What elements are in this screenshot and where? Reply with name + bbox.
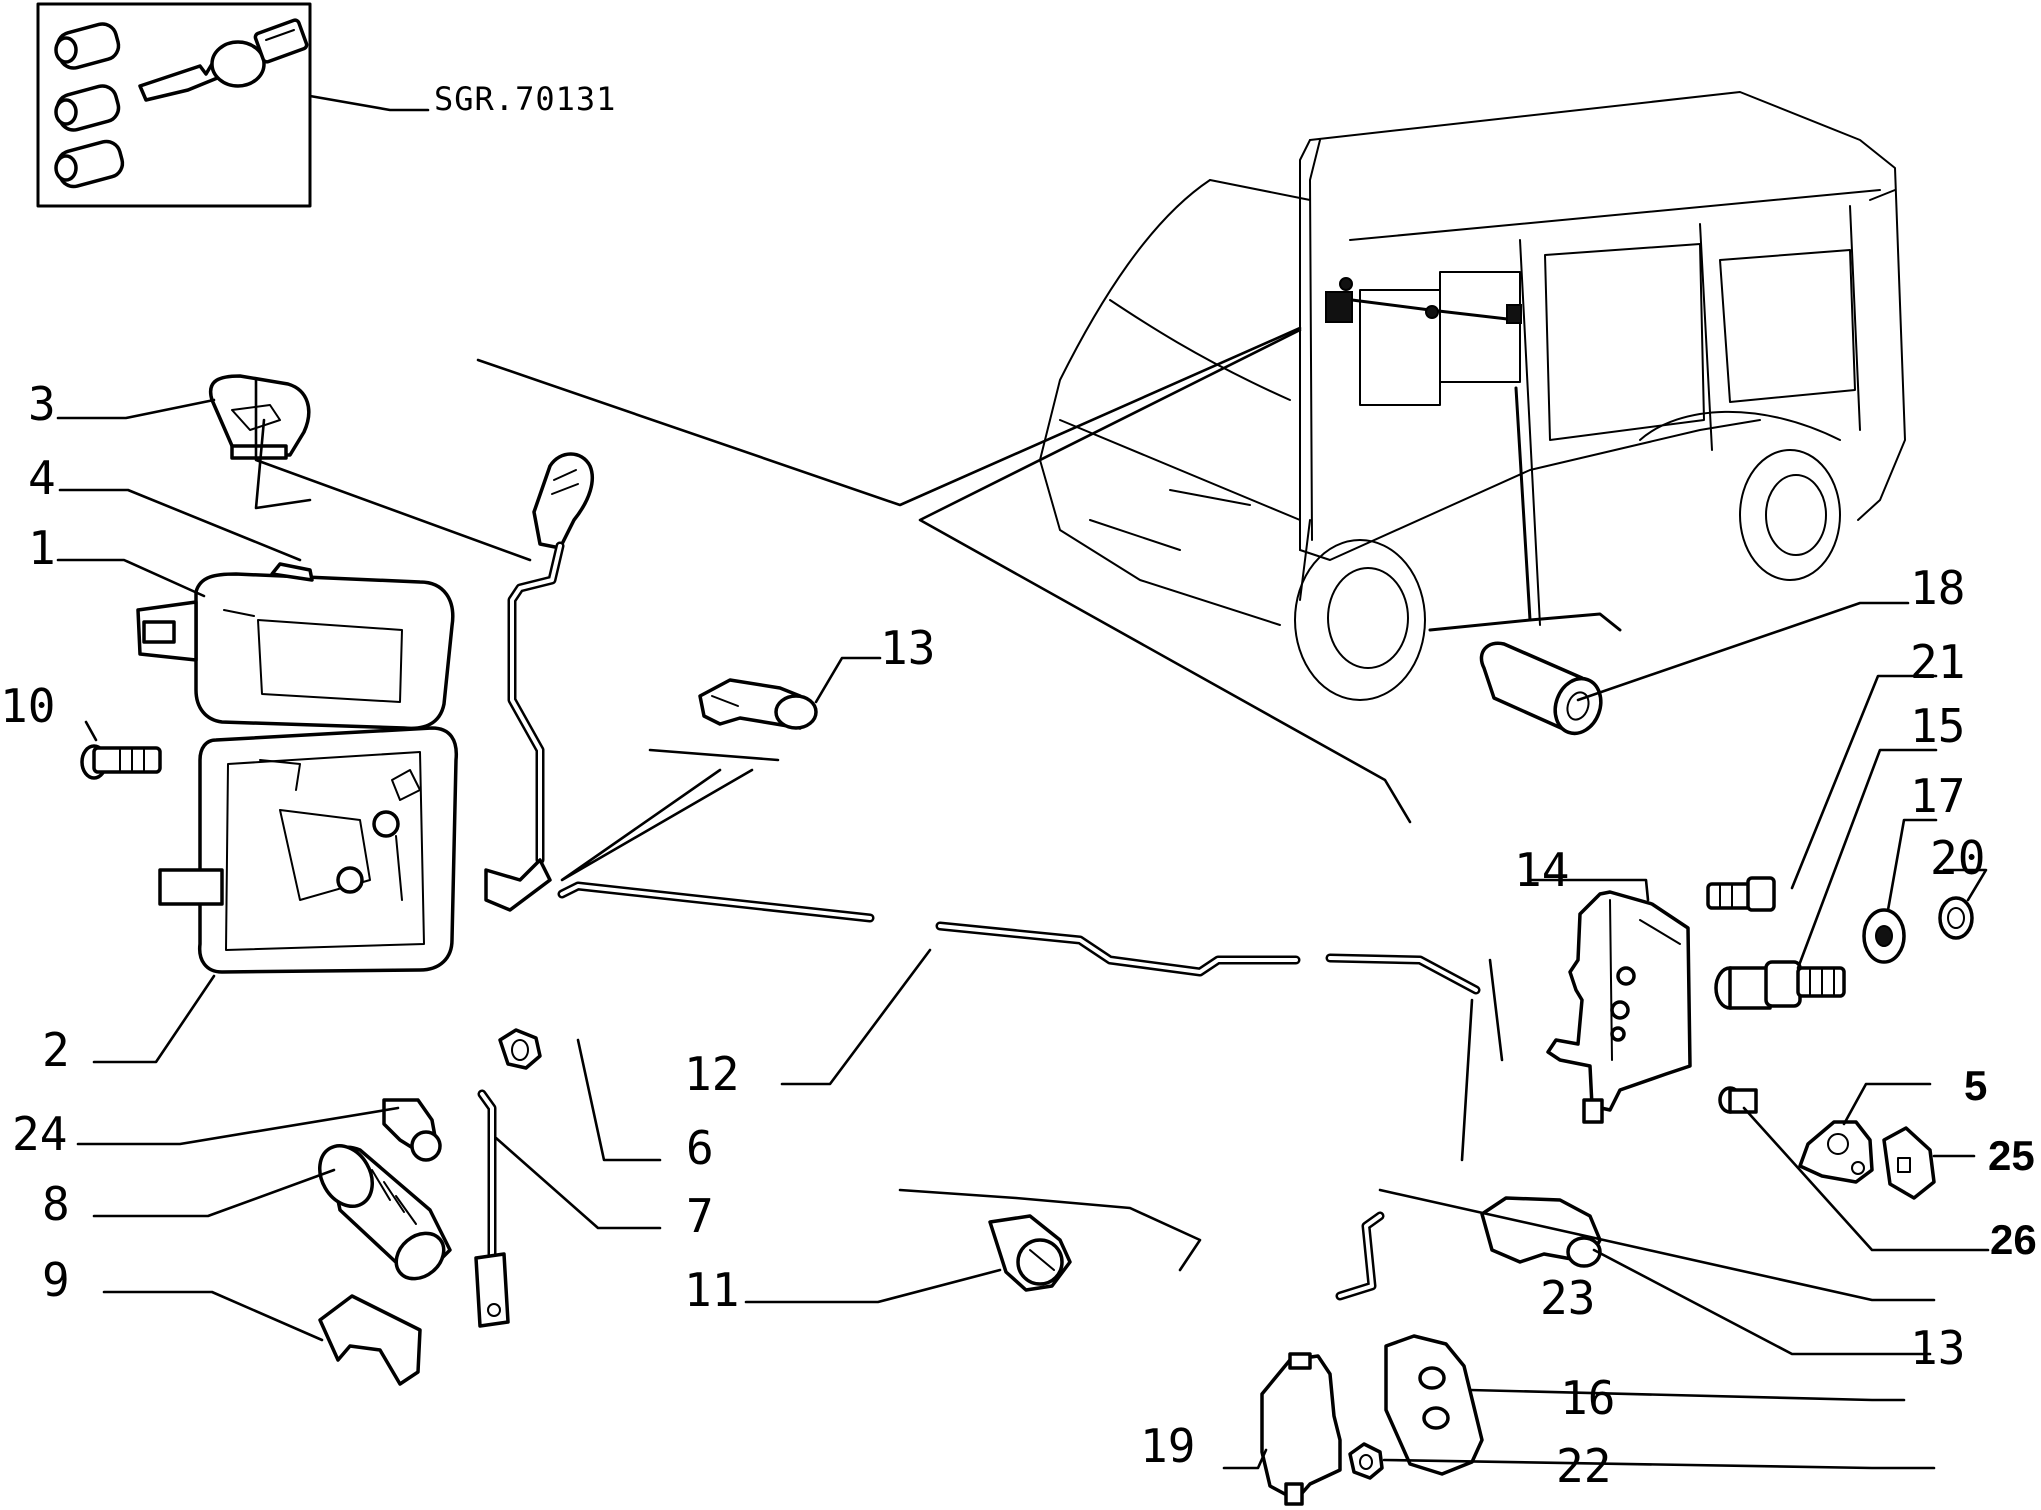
van-illustration <box>1039 91 1906 701</box>
label-part-20: 20 <box>1930 831 1985 885</box>
part-25-shim-plate <box>1882 1126 1936 1200</box>
part-18-sleeve <box>1479 641 1603 736</box>
label-part-25: 25 <box>1988 1132 2035 1179</box>
part-26-screw <box>1718 1086 1758 1114</box>
inset-frame <box>36 2 312 208</box>
label-part-4: 4 <box>28 451 56 505</box>
label-part-24: 24 <box>12 1107 67 1161</box>
part-9-retaining-clip <box>318 1294 422 1386</box>
label-part-2: 2 <box>42 1023 70 1077</box>
label-part-9: 9 <box>42 1253 70 1307</box>
part-22-nut <box>1348 1442 1384 1480</box>
part-23-link-rod <box>1335 1211 1385 1301</box>
part-labels: 3 4 1 10 2 24 8 9 13 12 6 7 11 18 21 15 … <box>0 377 2037 1493</box>
guide-line-lower <box>918 328 1412 824</box>
label-part-8: 8 <box>42 1177 70 1231</box>
label-part-14: 14 <box>1514 843 1569 897</box>
label-part-26: 26 <box>1990 1216 2037 1263</box>
label-part-23: 23 <box>1540 1271 1595 1325</box>
part-11-rod-clip <box>988 1214 1072 1292</box>
part-7-control-rod <box>474 1089 510 1328</box>
lock-cylinder-icon <box>54 22 125 189</box>
key-set-inset: SGR.70131 <box>36 2 616 208</box>
part-15-striker-stud <box>1714 960 1846 1010</box>
label-part-16: 16 <box>1560 1371 1615 1425</box>
part-24-clip <box>382 1098 442 1162</box>
part-5-striker-plate <box>1798 1120 1874 1184</box>
part-12-connecting-rod <box>557 881 1481 995</box>
part-17-washer <box>1862 908 1906 964</box>
guide-line-upper <box>476 326 1302 507</box>
leader-reference <box>308 94 430 112</box>
part-13-upper-latch-bracket <box>698 678 818 730</box>
label-part-11: 11 <box>684 1263 739 1317</box>
part-6-nut <box>498 1028 542 1070</box>
label-part-13-lower: 13 <box>1910 1321 1965 1375</box>
label-part-17: 17 <box>1910 769 1965 823</box>
label-part-10: 10 <box>0 679 55 733</box>
label-part-22: 22 <box>1556 1439 1611 1493</box>
label-part-15: 15 <box>1910 699 1965 753</box>
part-14-latch-bracket <box>1546 890 1692 1124</box>
label-part-18: 18 <box>1910 561 1965 615</box>
reference-code: SGR.70131 <box>434 80 616 118</box>
label-part-21: 21 <box>1910 635 1965 689</box>
part-20-washer <box>1938 896 1974 940</box>
part-2-lock-mechanism-plate <box>158 726 459 974</box>
part-3-cover-cap <box>208 374 311 460</box>
label-part-6: 6 <box>686 1121 714 1175</box>
part-8-lock-cylinder <box>318 1144 452 1281</box>
key-icon <box>138 18 309 102</box>
label-part-12: 12 <box>684 1047 739 1101</box>
part-1-handle-housing <box>136 562 455 731</box>
part-4-handle-lever <box>484 452 595 912</box>
part-19-actuator-motor <box>1260 1352 1342 1506</box>
part-21-bolt <box>1706 876 1776 912</box>
label-part-7: 7 <box>686 1189 714 1243</box>
leader-lines <box>56 378 1990 1470</box>
label-part-13-upper: 13 <box>880 621 935 675</box>
van-lock-highlight <box>1325 277 1622 632</box>
label-part-19: 19 <box>1140 1419 1195 1473</box>
part-10-screw <box>80 744 162 780</box>
part-16-mounting-bracket <box>1384 1334 1484 1476</box>
label-part-5: 5 <box>1964 1062 1987 1109</box>
part-13-lower-latch-bracket <box>1480 1196 1602 1268</box>
label-part-3: 3 <box>28 377 56 431</box>
label-part-1: 1 <box>28 521 56 575</box>
